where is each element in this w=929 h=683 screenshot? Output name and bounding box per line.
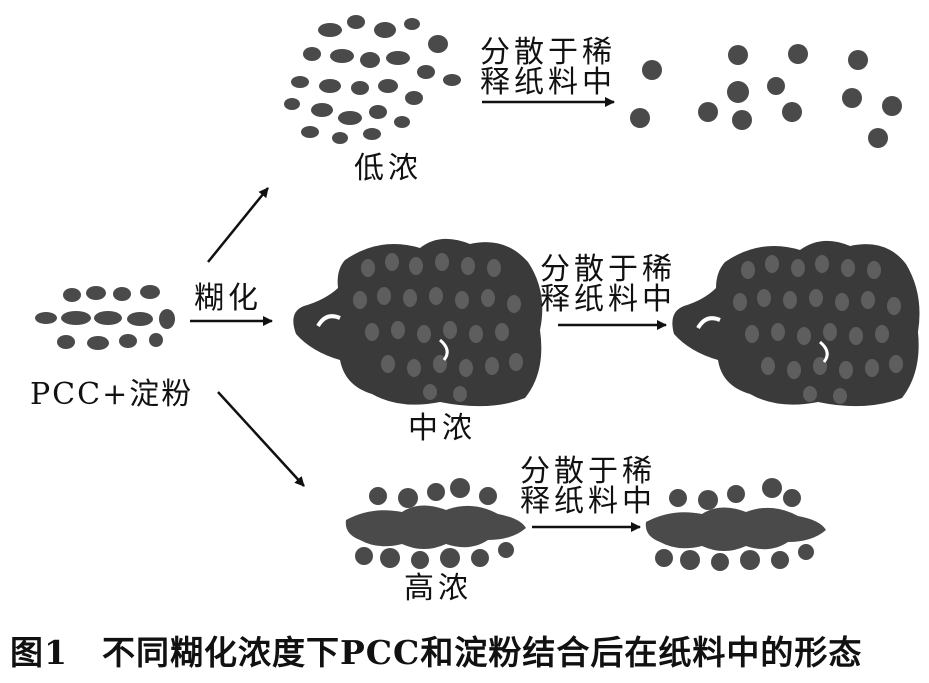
disperse-label-mid-line2: 释纸料中 — [540, 282, 676, 317]
figure-number: 图1 — [10, 633, 68, 672]
disperse-label-high-line2: 释纸料中 — [520, 484, 656, 519]
gelatinize-label: 糊化 — [194, 281, 262, 316]
pcc-starch-particles — [35, 285, 175, 350]
arrow-to-high — [217, 391, 305, 487]
disperse-label-high-line1: 分散于稀 — [520, 454, 656, 489]
low-concentration-label: 低浓 — [354, 151, 422, 186]
disperse-label-low-line2: 释纸料中 — [480, 65, 616, 100]
mid-dispersed-aggregate — [672, 240, 920, 407]
start-label: PCC+淀粉 — [30, 377, 194, 412]
high-dispersed-cluster — [645, 478, 826, 571]
high-concentration-label: 高浓 — [404, 571, 472, 606]
disperse-label-mid-line1: 分散于稀 — [540, 252, 676, 287]
low-concentration-cluster — [284, 15, 461, 144]
figure-caption: 图1 不同糊化浓度下PCC和淀粉结合后在纸料中的形态 — [10, 626, 862, 674]
low-dispersed-particles — [630, 44, 902, 148]
disperse-label-low-line1: 分散于稀 — [480, 35, 616, 70]
figure-caption-text: 不同糊化浓度下PCC和淀粉结合后在纸料中的形态 — [101, 633, 863, 672]
arrow-to-low — [207, 187, 269, 263]
mid-concentration-label: 中浓 — [408, 411, 476, 446]
high-concentration-cluster — [345, 478, 526, 569]
mid-concentration-aggregate — [293, 238, 543, 407]
